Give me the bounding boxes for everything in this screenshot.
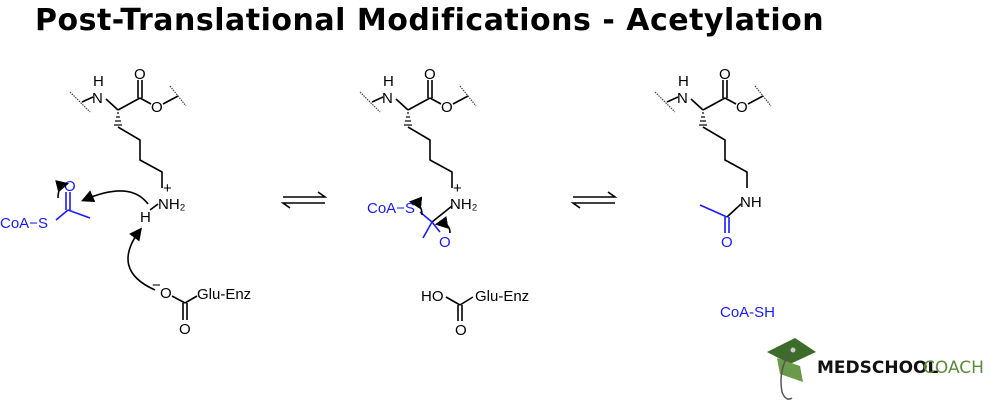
- svg-text:CoA−S: CoA−S: [0, 215, 48, 232]
- svg-text:O: O: [134, 66, 146, 83]
- svg-text:+: +: [453, 180, 462, 197]
- svg-text:−: −: [152, 277, 161, 294]
- tetrahedral-intermediate: H N O O + NH₂ CoA−S O: [359, 66, 478, 251]
- graduation-cap-stethoscope-icon: [767, 338, 816, 400]
- acetyl-lysine: H N O O NH O: [654, 66, 772, 251]
- svg-text:NH₂: NH₂: [158, 196, 186, 213]
- svg-text:H: H: [383, 73, 394, 90]
- title: Post-Translational Modifications - Acety…: [35, 3, 824, 38]
- svg-text:+: +: [163, 180, 172, 197]
- svg-text:H: H: [93, 73, 104, 90]
- svg-text:N: N: [677, 90, 688, 107]
- svg-text:O: O: [179, 321, 191, 338]
- svg-text:O: O: [439, 234, 451, 251]
- svg-text:CoA−S: CoA−S: [367, 200, 415, 217]
- svg-text:H: H: [140, 209, 151, 226]
- svg-text:NH: NH: [740, 194, 762, 211]
- svg-text:NH₂: NH₂: [450, 196, 478, 213]
- medschoolcoach-logo: MEDSCHOOL COACH: [767, 338, 984, 400]
- svg-text:Glu-Enz: Glu-Enz: [475, 288, 529, 305]
- svg-text:O: O: [424, 66, 436, 83]
- coa-sh-product: CoA-SH: [720, 304, 775, 321]
- svg-text:O: O: [160, 285, 172, 302]
- svg-text:O: O: [736, 99, 748, 116]
- equilibrium-arrow-1: [280, 191, 328, 209]
- glutamic-acid: HO O Glu-Enz: [421, 288, 529, 339]
- acetyl-coa: CoA−S O: [0, 178, 91, 232]
- svg-text:MEDSCHOOL: MEDSCHOOL: [817, 358, 938, 378]
- svg-text:O: O: [721, 234, 733, 251]
- svg-text:H: H: [678, 73, 689, 90]
- svg-text:O: O: [719, 66, 731, 83]
- mechanism-arrows-1: [55, 180, 156, 291]
- svg-text:O: O: [455, 322, 467, 339]
- equilibrium-arrow-2: [570, 191, 618, 209]
- svg-text:COACH: COACH: [923, 358, 984, 378]
- svg-text:O: O: [151, 99, 163, 116]
- svg-text:O: O: [64, 178, 76, 195]
- glutamate-carboxylate: − O O Glu-Enz: [152, 277, 251, 338]
- svg-text:Glu-Enz: Glu-Enz: [197, 286, 251, 303]
- svg-text:N: N: [92, 90, 103, 107]
- svg-text:HO: HO: [421, 288, 444, 305]
- svg-text:O: O: [441, 99, 453, 116]
- lysine-protonated-1: H N O O + NH₂ H: [69, 66, 187, 226]
- svg-text:N: N: [382, 90, 393, 107]
